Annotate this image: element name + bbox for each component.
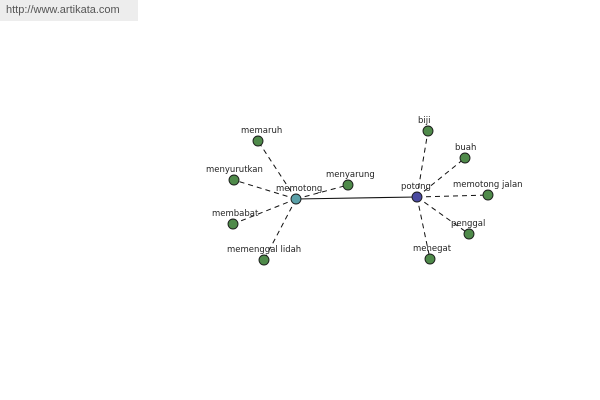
source-url[interactable]: http://www.artikata.com bbox=[0, 0, 138, 21]
edges-layer bbox=[232, 130, 489, 261]
labels-layer: memaruh menyurutkan menyarung membabat memen… bbox=[206, 116, 523, 255]
edge-potong-memotong-jalan bbox=[416, 194, 489, 198]
node-buah[interactable] bbox=[459, 152, 471, 164]
node-menyurutkan[interactable] bbox=[228, 174, 240, 186]
label-menegat: menegat bbox=[413, 244, 452, 254]
edge-memotong-menyurutkan bbox=[233, 179, 297, 200]
node-menyarung[interactable] bbox=[342, 179, 354, 191]
node-memotong-jalan[interactable] bbox=[482, 189, 494, 201]
hub-node-potong[interactable] bbox=[411, 191, 423, 203]
node-memenggal-lidah[interactable] bbox=[258, 254, 270, 266]
hub-label-potong: potong bbox=[401, 182, 431, 192]
edge-memotong-memaruh bbox=[257, 140, 297, 200]
edge-potong-buah bbox=[416, 157, 466, 198]
hub-label-memotong: memotong bbox=[276, 184, 322, 194]
node-menegat[interactable] bbox=[424, 253, 436, 265]
edge-hub-link bbox=[295, 196, 418, 200]
label-memaruh: memaruh bbox=[241, 126, 282, 136]
edge-potong-biji bbox=[416, 130, 429, 198]
label-memotong-jalan: memotong jalan bbox=[453, 180, 523, 190]
node-biji[interactable] bbox=[422, 125, 434, 137]
label-membabat: membabat bbox=[212, 209, 259, 219]
edge-potong-penggal bbox=[416, 196, 470, 235]
edge-potong-menegat bbox=[416, 196, 431, 260]
label-memenggal-lidah: memenggal lidah bbox=[227, 245, 301, 255]
label-buah: buah bbox=[455, 143, 476, 153]
label-menyurutkan: menyurutkan bbox=[206, 165, 263, 175]
label-biji: biji bbox=[418, 116, 430, 126]
node-membabat[interactable] bbox=[227, 218, 239, 230]
node-memaruh[interactable] bbox=[252, 135, 264, 147]
label-menyarung: menyarung bbox=[326, 170, 375, 180]
node-penggal[interactable] bbox=[463, 228, 475, 240]
label-penggal: penggal bbox=[451, 219, 485, 229]
hub-node-memotong[interactable] bbox=[290, 193, 302, 205]
nodes-layer bbox=[227, 125, 494, 266]
edge-memotong-memenggal-lidah bbox=[263, 198, 297, 261]
edge-memotong-membabat bbox=[232, 198, 297, 225]
